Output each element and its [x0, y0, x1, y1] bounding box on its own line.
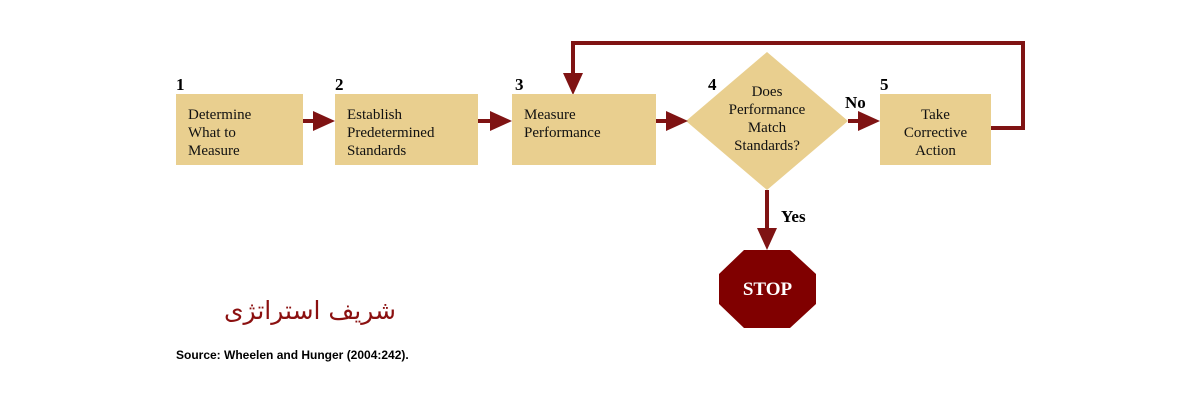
decision-diamond: [686, 52, 848, 190]
step-1-line-3: Measure: [188, 143, 240, 159]
arrow-step3-to-step4: [656, 111, 688, 131]
step-3-number: 3: [515, 75, 524, 94]
step-2-line-1: Establish: [347, 107, 402, 123]
arrow-step4-to-stop: [757, 190, 777, 250]
feedback-loop-arrow: [563, 41, 1025, 130]
step-2-number: 2: [335, 75, 344, 94]
step-4-line-4: Standards?: [734, 138, 800, 154]
step-4-question: Does Performance Match Standards?: [707, 83, 827, 155]
no-branch-label: No: [845, 93, 866, 112]
step-4-number: 4: [708, 75, 717, 94]
step-5-line-2: Corrective: [903, 125, 968, 141]
step-1-number: 1: [176, 75, 185, 94]
step-4-line-2: Performance: [728, 102, 806, 118]
stop-octagon: [719, 250, 816, 328]
persian-watermark-text: شریف استراتژی: [223, 296, 396, 325]
step-3-box: Measure Performance: [512, 94, 656, 165]
source-citation: Source: Wheelen and Hunger (2004:242).: [176, 348, 409, 362]
step-5-line-3: Action: [915, 143, 956, 159]
arrow-step2-to-step3: [478, 111, 512, 131]
step-3-line-1: Measure: [524, 107, 576, 123]
step-2-box: Establish Predetermined Standards: [335, 94, 478, 165]
step-5-line-1: Take: [921, 107, 950, 123]
step-1-line-2: What to: [188, 125, 236, 141]
step-2-line-2: Predetermined: [347, 125, 435, 141]
step-5-box: Take Corrective Action: [880, 94, 991, 165]
step-1-line-1: Determine: [188, 107, 252, 123]
stop-label: STOP: [742, 279, 793, 300]
arrow-step4-to-step5: [848, 111, 880, 131]
step-3-line-2: Performance: [524, 125, 601, 141]
yes-branch-label: Yes: [781, 207, 806, 226]
step-4-line-1: Does: [751, 84, 783, 100]
step-2-line-3: Standards: [347, 143, 407, 159]
step-1-box: Determine What to Measure: [176, 94, 303, 165]
step-4-line-3: Match: [747, 120, 787, 136]
step-5-number: 5: [880, 75, 889, 94]
arrow-step1-to-step2: [303, 111, 335, 131]
